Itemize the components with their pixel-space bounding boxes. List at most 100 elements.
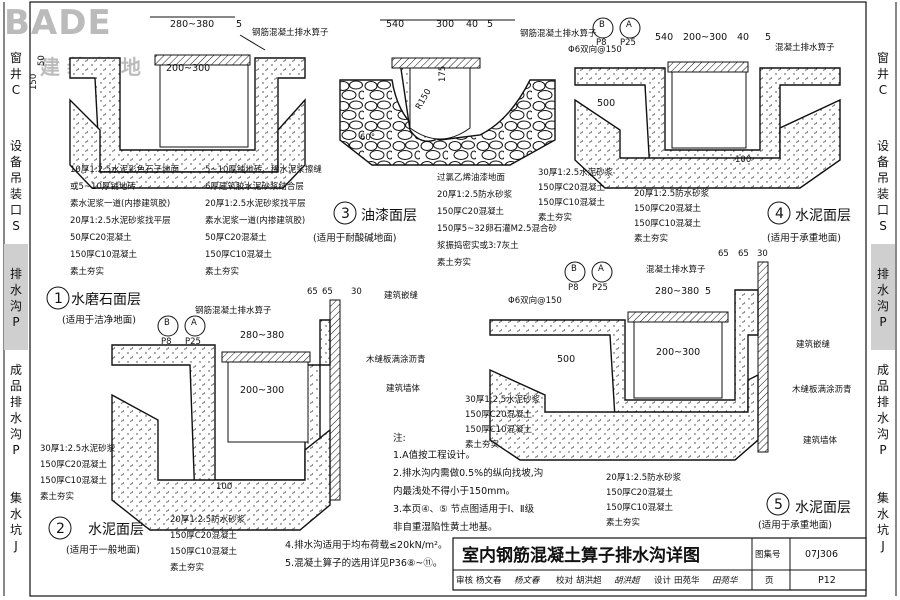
d5-rebar: Φ6双向@150 bbox=[508, 295, 562, 306]
d1-layer2-2: 20厚1:2.5水泥砂浆找平层 bbox=[205, 198, 306, 209]
reviewer-signature: 杨文春 bbox=[514, 575, 541, 586]
d1-layer2-4: 50厚C20混凝土 bbox=[205, 232, 267, 243]
d3-layer-list: 过氯乙烯油漆地面20厚1:2.5防水砂浆150厚C20混凝土150厚5~32卵石… bbox=[437, 172, 557, 268]
d4-layer-r-0: 20厚1:2.5防水砂浆 bbox=[634, 188, 710, 199]
d4-layer-l-3: 素土夯实 bbox=[538, 212, 572, 223]
d1-number: 1 bbox=[54, 291, 63, 307]
d2-dim-b: 65 bbox=[322, 287, 333, 297]
check-label: 校对 bbox=[556, 575, 574, 586]
detail-2: 280~380 200~300 65 65 30 建筑嵌缝 木缝板满涂沥青 建筑… bbox=[40, 287, 426, 573]
d2-dim-100: 100 bbox=[216, 482, 232, 492]
d3-dim-c: 40 bbox=[466, 19, 478, 30]
d4-layer-l-1: 150厚C20混凝土 bbox=[538, 182, 605, 193]
d4-dim-b: 200~300 bbox=[683, 32, 727, 43]
d2-bubble-p25: P25 bbox=[185, 337, 201, 347]
side-index-highlight bbox=[871, 244, 895, 350]
d1-layer-list-2: 5~10厚铺地砖、稀水泥浆擦缝6厚建筑胶水泥砂浆结合层20厚1:2.5水泥砂浆找… bbox=[205, 164, 322, 277]
d3-dim-a: 540 bbox=[386, 19, 404, 30]
d3-name: 油漆面层 bbox=[361, 208, 417, 224]
d3-layer-2: 150厚C20混凝土 bbox=[437, 206, 504, 217]
d3-angle: 60° bbox=[360, 133, 375, 143]
d5-bubble-p8: P8 bbox=[568, 283, 579, 293]
d2-layer2-1: 150厚C20混凝土 bbox=[170, 530, 237, 541]
d4-bubble-a: A bbox=[626, 20, 632, 30]
detail-4: Φ6双向@150 540 200~300 40 5 混凝土排水算子 500 10… bbox=[538, 17, 851, 244]
d5-dim-30: 30 bbox=[757, 249, 768, 259]
notes-title: 注: bbox=[393, 432, 406, 444]
d5-number: 5 bbox=[774, 497, 783, 513]
d4-layer-r-1: 150厚C20混凝土 bbox=[634, 203, 701, 214]
note-item-6: 5.混凝土算子的选用详见P36⑧~⑪。 bbox=[285, 557, 442, 569]
d4-rebar: Φ6双向@150 bbox=[568, 44, 622, 55]
d1-dim-h2: 50 bbox=[37, 55, 47, 66]
d4-dim-100: 100 bbox=[735, 155, 751, 165]
note-item-2: 内最浅处不得小于150mm。 bbox=[393, 485, 515, 497]
atlas-label: 图集号 bbox=[755, 549, 781, 560]
note-item-3: 3.本页④、⑤ 节点图适用于Ⅰ、Ⅱ级 bbox=[393, 503, 535, 515]
d3-layer-4: 浆振捣密实或3:7灰土 bbox=[437, 240, 519, 251]
design-label: 设计 bbox=[654, 575, 672, 586]
note-item-5: 4.排水沟适用于均布荷载≤20kN/m²。 bbox=[285, 539, 447, 551]
d1-dim-h1: 150 bbox=[29, 74, 39, 90]
d1-dim-inner: 200~300 bbox=[166, 63, 210, 74]
page-number: P12 bbox=[818, 575, 836, 586]
d3-number: 3 bbox=[341, 206, 350, 222]
d5-layer-l-3: 素土夯实 bbox=[465, 439, 499, 450]
d2-bubble-a: A bbox=[191, 318, 197, 328]
d1-layer2-6: 素土夯实 bbox=[205, 266, 239, 277]
d3-depth: 175 bbox=[438, 66, 448, 82]
d3-layer-0: 过氯乙烯油漆地面 bbox=[437, 172, 506, 183]
d1-layer2-1: 6厚建筑胶水泥砂浆结合层 bbox=[205, 181, 304, 192]
d2-usage: (适用于一般地面) bbox=[66, 544, 140, 556]
d1-layer-1: 或5~10厚铺地砖 bbox=[70, 181, 136, 192]
d5-bubbles: B P8 A P25 bbox=[564, 261, 613, 293]
d3-grate-label: 钢筋混凝土排水算子 bbox=[520, 28, 597, 39]
page-label: 页 bbox=[765, 576, 774, 586]
d2-asphalt-label: 木缝板满涂沥青 bbox=[366, 354, 426, 365]
d1-dim-width: 280~380 bbox=[170, 19, 214, 30]
d5-grate-label: 混凝土排水算子 bbox=[646, 264, 706, 275]
d2-grate-label: 钢筋混凝土排水算子 bbox=[195, 305, 272, 316]
d2-name: 水泥面层 bbox=[88, 522, 144, 538]
d5-dim-500: 500 bbox=[557, 354, 575, 365]
d2-dim-width: 280~380 bbox=[240, 330, 284, 341]
d2-layer2-3: 素土夯实 bbox=[170, 562, 204, 573]
d4-layer-l-0: 30厚1:2.5水泥砂浆 bbox=[538, 167, 614, 178]
detail-1: 280~380 5 200~300 150 50 钢筋混凝土排水算子 10厚1:… bbox=[29, 16, 329, 326]
d2-number: 2 bbox=[56, 521, 65, 537]
note-item-1: 2.排水沟内需做0.5%的纵向找坡,沟 bbox=[393, 467, 543, 479]
d4-bubble-p25: P25 bbox=[620, 38, 636, 48]
d2-seal-label: 建筑嵌缝 bbox=[384, 290, 419, 301]
atlas-number: 07J306 bbox=[805, 549, 838, 560]
d5-name: 水泥面层 bbox=[795, 500, 851, 516]
d4-name: 水泥面层 bbox=[795, 208, 851, 224]
d1-usage: (适用于洁净地面) bbox=[62, 314, 136, 326]
d5-dim-65b: 65 bbox=[738, 249, 749, 259]
d5-dim-c: 5 bbox=[705, 286, 711, 297]
d3-layer-1: 20厚1:2.5防水砂浆 bbox=[437, 189, 513, 200]
review-label: 审核 bbox=[456, 575, 474, 586]
d4-bubble-b: B bbox=[599, 20, 605, 30]
d1-layer2-5: 150厚C10混凝土 bbox=[205, 249, 272, 260]
d3-dim-b: 300 bbox=[436, 19, 454, 30]
d5-dim-65a: 65 bbox=[718, 249, 729, 259]
note-item-0: 1.A值按工程设计。 bbox=[393, 449, 475, 461]
d2-dim-c: 30 bbox=[351, 287, 362, 297]
